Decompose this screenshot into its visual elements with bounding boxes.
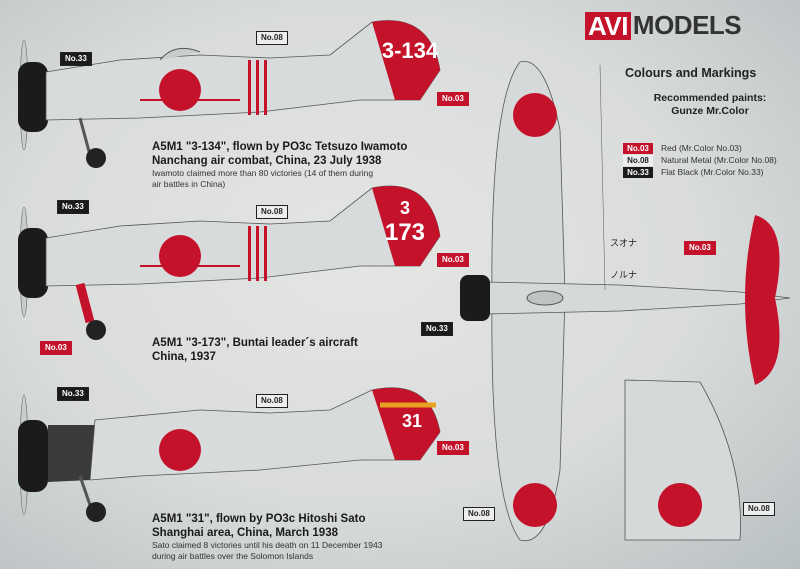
tail-code-2-top: 3 [400, 198, 410, 218]
callout-no33: No.33 [57, 387, 89, 401]
color-legend: No.03 Red (Mr.Color No.03) No.08 Natural M… [623, 142, 777, 178]
profile-2-drawing [18, 185, 441, 340]
page-title: Colours and Markings [625, 66, 757, 80]
caption-profile-1: A5M1 "3-134", flown by PO3c Tetsuzo Iwam… [152, 140, 407, 190]
logo-models: MODELS [632, 10, 742, 40]
legend-label: Flat Black (Mr.Color No.33) [661, 167, 764, 177]
caption-note: during air battles over the Solomon Isla… [152, 551, 314, 561]
callout-no08: No.08 [743, 502, 775, 516]
caption-title: A5M1 "31", flown by PO3c Hitoshi Sato [152, 513, 366, 525]
tail-code-2: 173 [385, 219, 425, 246]
callout-no33: No.33 [421, 322, 453, 336]
caption-profile-2: A5M1 "3-173", Buntai leader´s aircraft C… [152, 336, 358, 364]
caption-title: A5M1 "3-173", Buntai leader´s aircraft [152, 337, 358, 349]
callout-no08: No.08 [463, 507, 495, 521]
legend-row: No.03 Red (Mr.Color No.03) [623, 142, 777, 154]
callout-no03: No.03 [437, 253, 469, 267]
subtitle-line2: Gunze Mr.Color [671, 105, 749, 117]
caption-note: Iwamoto claimed more than 80 victories (… [152, 168, 374, 178]
top-view-drawing [460, 61, 791, 542]
callout-no08: No.08 [256, 394, 288, 408]
callout-no03: No.03 [40, 341, 72, 355]
caption-title: A5M1 "3-134", flown by PO3c Tetsuzo Iwam… [152, 141, 408, 153]
legend-swatch-metal: No.08 [623, 154, 653, 166]
callout-no33: No.33 [57, 200, 89, 214]
legend-row: No.33 Flat Black (Mr.Color No.33) [623, 166, 777, 178]
legend-swatch-red: No.03 [623, 142, 653, 154]
callout-no08: No.08 [256, 205, 288, 219]
subtitle-line1: Recommended paints: [653, 92, 767, 104]
wing-underside-drawing [624, 379, 741, 541]
callout-no03: No.03 [684, 241, 716, 255]
callout-no33: No.33 [60, 52, 92, 66]
legend-label: Natural Metal (Mr.Color No.08) [661, 155, 777, 165]
caption-profile-3: A5M1 "31", flown by PO3c Hitoshi Sato Sh… [152, 512, 382, 562]
tail-code-3: 31 [402, 411, 422, 431]
legend-label: Red (Mr.Color No.03) [661, 143, 742, 153]
recommended-paints: Recommended paints: Gunze Mr.Color [640, 92, 780, 118]
caption-note: Sato claimed 8 victories until his death… [152, 540, 383, 550]
callout-no08: No.08 [256, 31, 288, 45]
caption-subtitle: China, 1937 [152, 351, 216, 363]
stencil-1: スオナ [610, 238, 637, 249]
profile-3-drawing [18, 387, 441, 522]
caption-subtitle: Shanghai area, China, March 1938 [152, 527, 338, 539]
legend-row: No.08 Natural Metal (Mr.Color No.08) [623, 154, 777, 166]
logo-avi: AVI [585, 11, 631, 40]
callout-no03: No.03 [437, 92, 469, 106]
stencil-2: ノルナ [610, 270, 637, 281]
profile-1-drawing [18, 20, 441, 168]
callout-no03: No.03 [437, 441, 469, 455]
tail-code-1: 3-134 [382, 38, 439, 63]
caption-subtitle: Nanchang air combat, China, 23 July 1938 [152, 155, 382, 167]
caption-note: air battles in China) [152, 179, 226, 189]
legend-swatch-black: No.33 [623, 166, 653, 178]
